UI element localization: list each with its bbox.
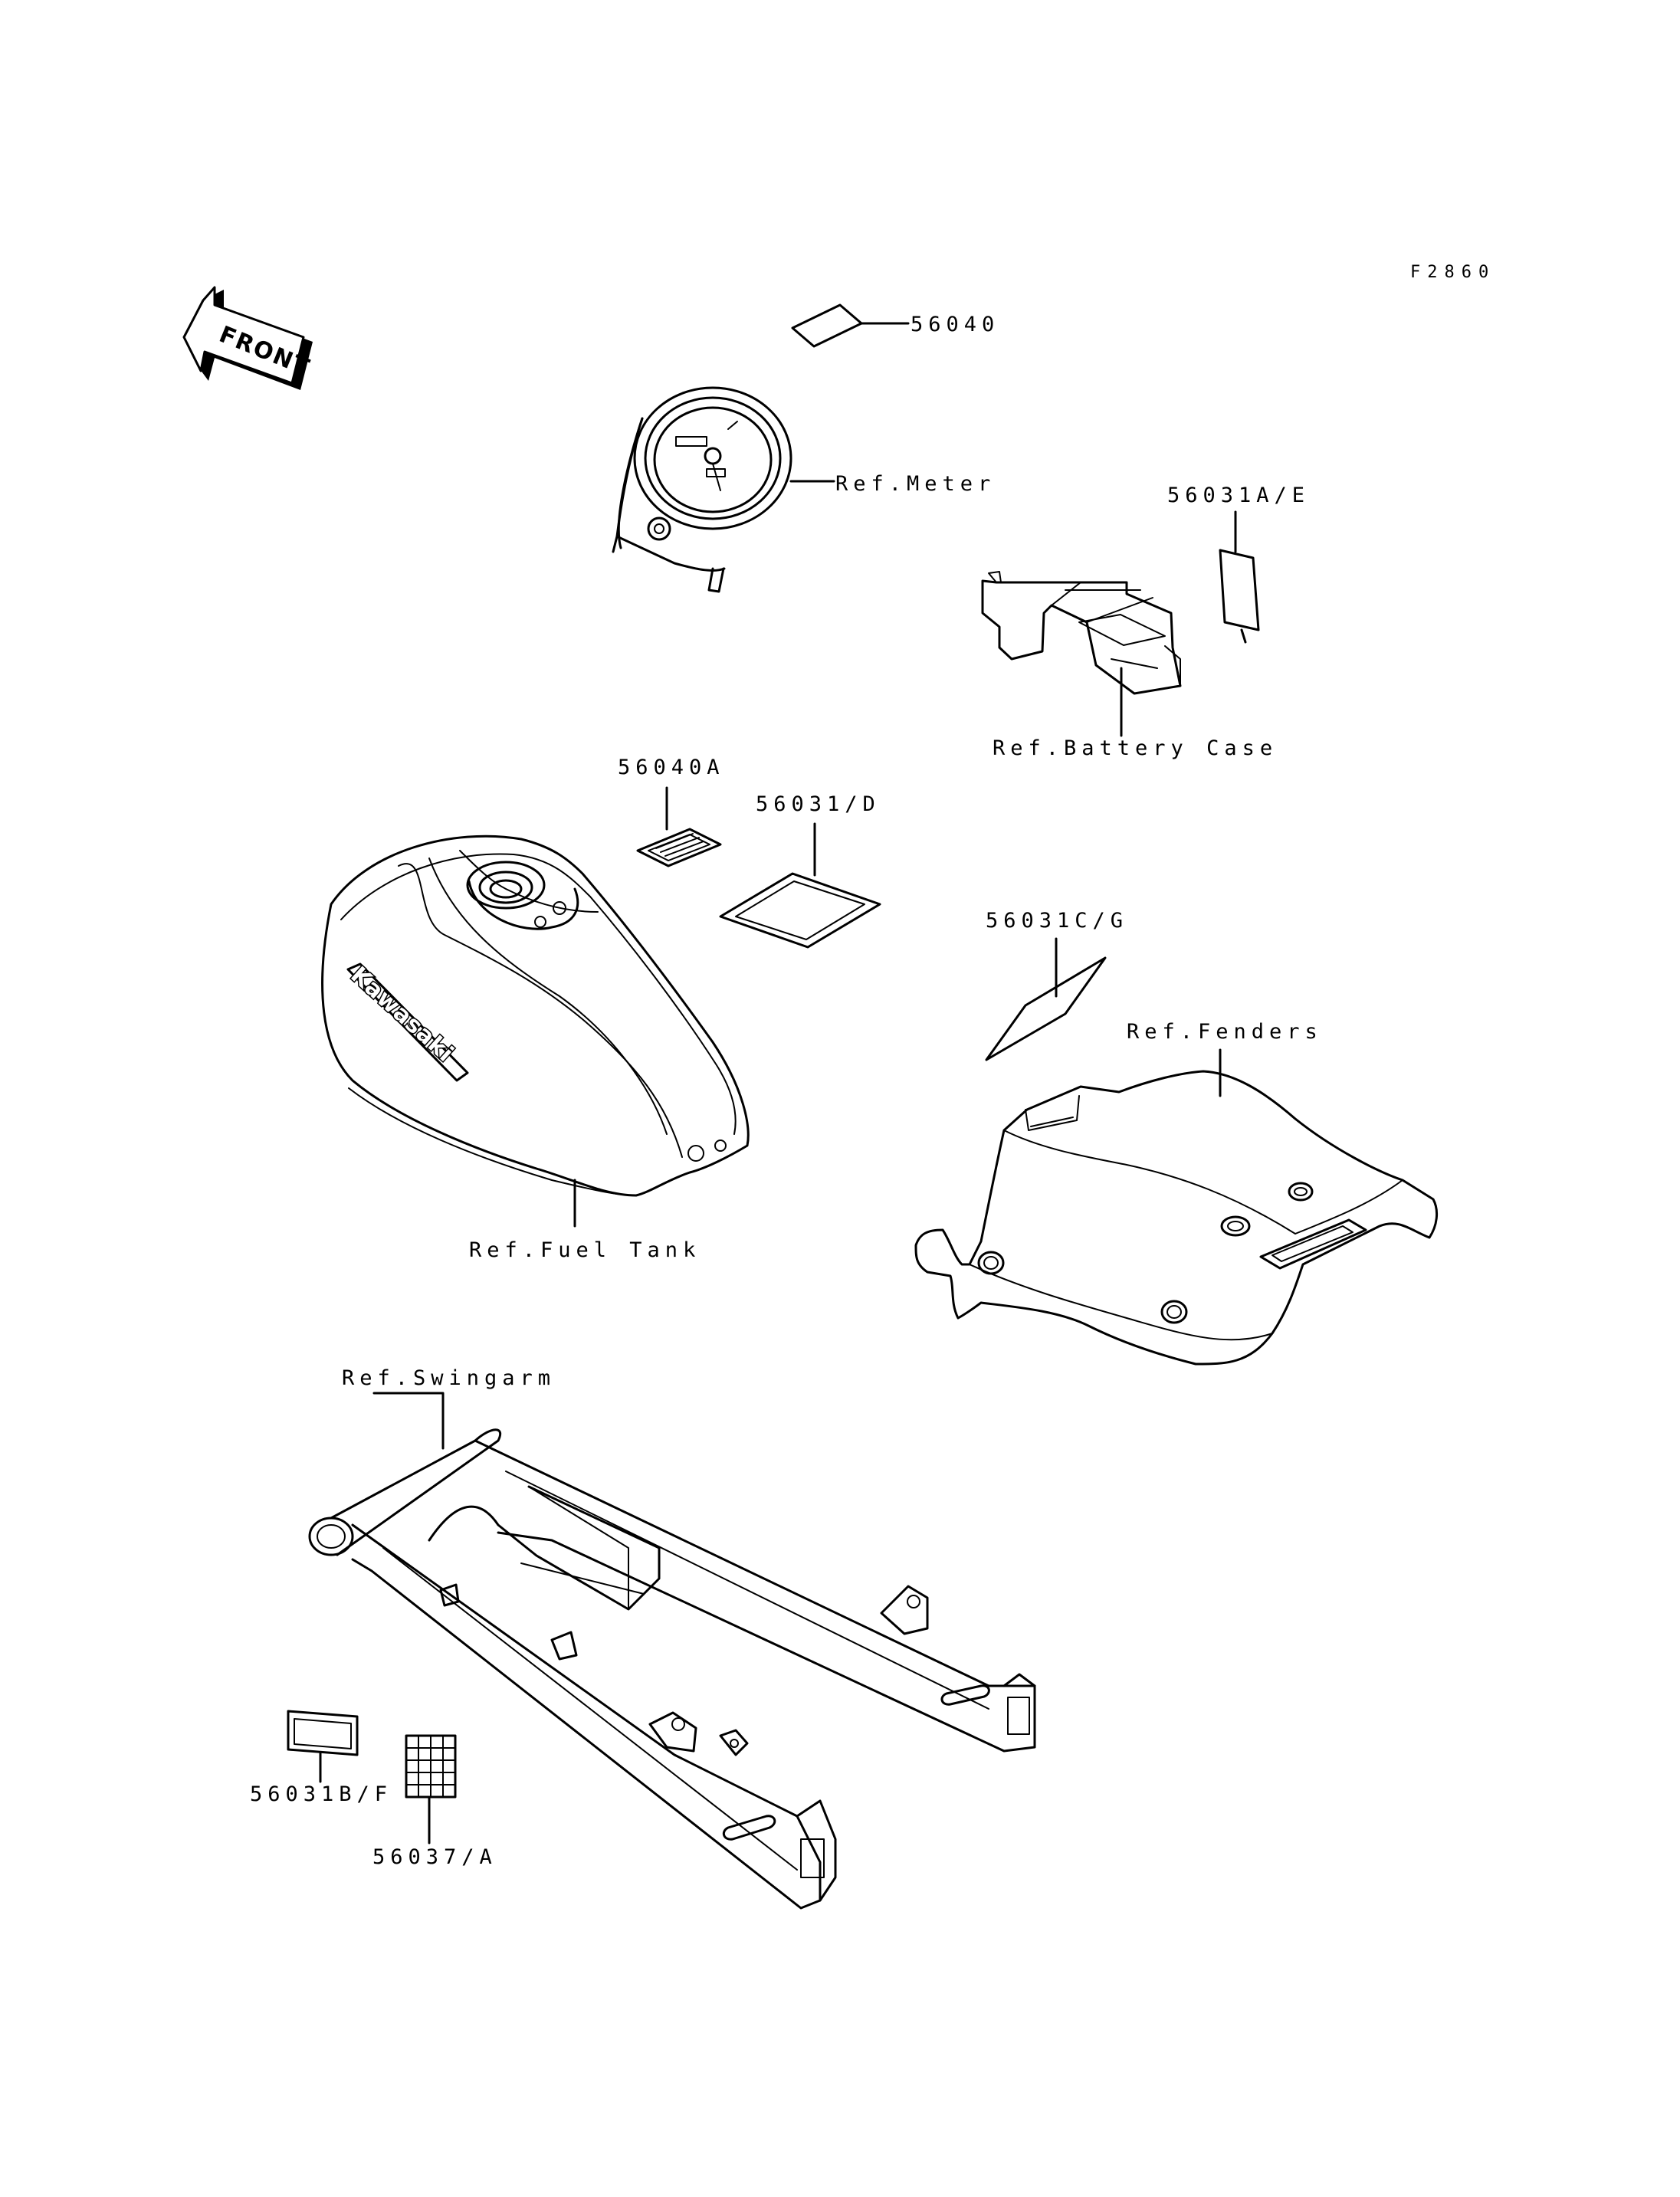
figure-code: F2860 [1410, 263, 1495, 282]
tank-decal-56031d [719, 822, 881, 949]
callout-ref-swingarm: Ref.Swingarm [342, 1366, 556, 1390]
callout-56031bf: 56031B/F [250, 1782, 392, 1806]
callout-ref-meter: Ref.Meter [835, 472, 996, 496]
callout-56040a: 56040A [618, 756, 725, 779]
fender-decal-56031cg [985, 937, 1107, 1061]
battery-decal-56031ae [1219, 510, 1260, 644]
rear-fender-part [914, 1048, 1439, 1366]
callout-ref-fenders: Ref.Fenders [1127, 1020, 1323, 1044]
tank-logo: Kawasaki [346, 962, 459, 1067]
tank-decal-56040a [636, 786, 722, 867]
callout-56040: 56040 [911, 313, 999, 336]
swingarm-part [308, 1392, 1036, 1910]
callout-56037a: 56037/A [372, 1845, 497, 1869]
callout-56031d: 56031/D [756, 792, 881, 816]
callout-ref-fuel-tank: Ref.Fuel Tank [469, 1238, 701, 1262]
callout-ref-battery-case: Ref.Battery Case [993, 736, 1278, 760]
fuel-tank-part: Kawasaki [321, 835, 750, 1228]
callout-56031ae: 56031A/E [1167, 484, 1310, 507]
meter-decal-56040 [791, 303, 910, 348]
front-arrow-icon: FRONT [182, 286, 314, 390]
battery-case-part [981, 571, 1182, 737]
swingarm-decal-56031bf [287, 1710, 359, 1783]
callout-56031cg: 56031C/G [986, 909, 1128, 933]
swingarm-decal-56037a [405, 1734, 457, 1844]
meter-part [612, 386, 835, 593]
